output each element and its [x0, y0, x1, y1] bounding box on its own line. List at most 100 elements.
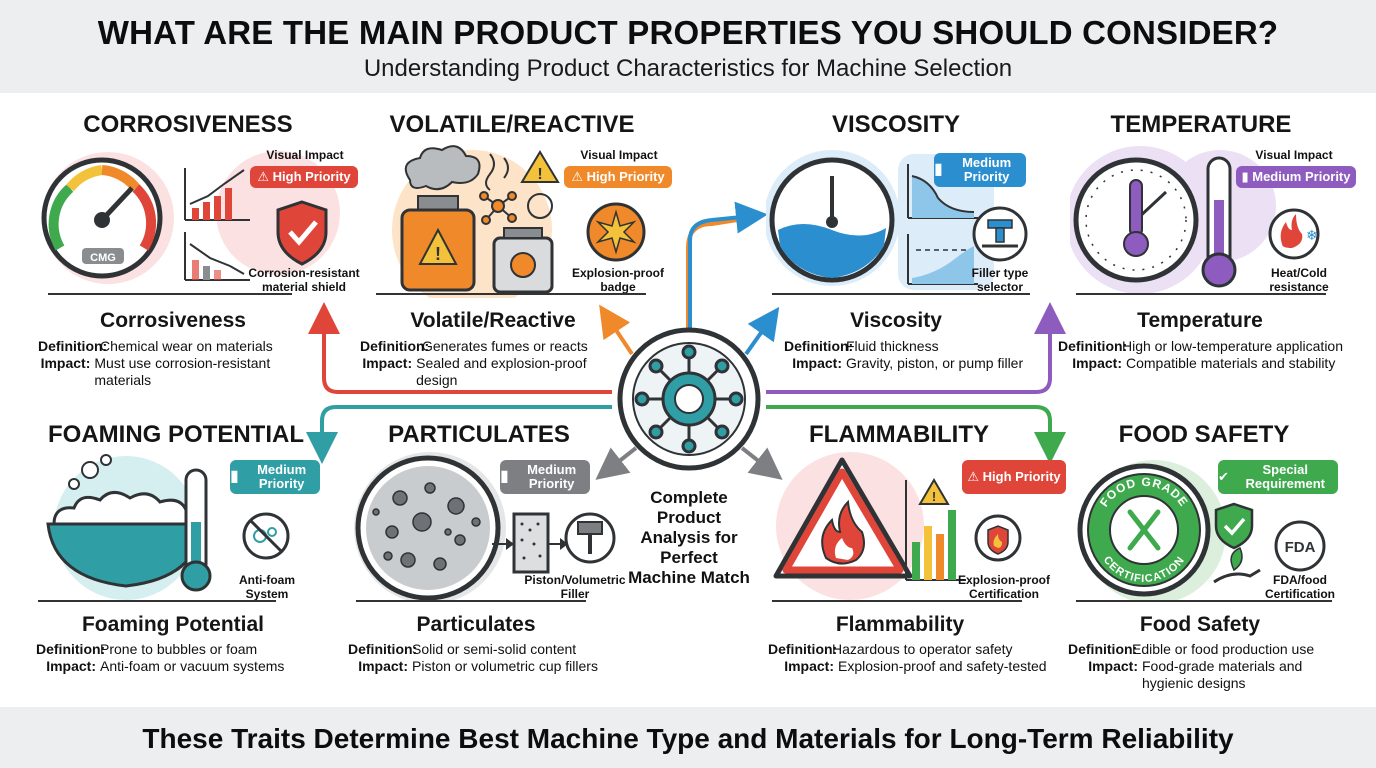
flammability-priority-badge: ⚠ High Priority: [962, 460, 1066, 494]
viscosity-subtitle: Viscosity: [850, 309, 942, 332]
food-title: FOOD SAFETY: [1118, 421, 1290, 448]
food-subtitle: Food Safety: [1139, 613, 1261, 636]
footer-text: These Traits Determine Best Machine Type…: [142, 723, 1234, 754]
foaming-title: FOAMING POTENTIAL: [48, 421, 304, 448]
explosion-badge-icon: [586, 202, 646, 262]
flame-warning-icon: [773, 457, 913, 579]
flammability-subtitle: Flammability: [835, 613, 965, 636]
shield-icon: [276, 200, 328, 266]
volatile-title: VOLATILE/REACTIVE: [389, 111, 635, 138]
bar-chart-icon: ▮: [1241, 169, 1253, 184]
fume-jar-icon: !: [400, 145, 481, 292]
thermometer-icon: [1201, 156, 1237, 288]
svg-text:!: !: [932, 489, 936, 504]
divider: [772, 600, 1022, 602]
bar-chart-icon: ▮: [230, 468, 244, 485]
hand-leaf-icon: [1213, 547, 1261, 584]
corrosiveness-priority-badge: ⚠ High Priority: [250, 166, 358, 188]
thermometer-icon: [180, 468, 212, 592]
fda-icon: [1274, 520, 1326, 572]
filter-icon: [492, 512, 568, 574]
particulates-caption: Piston/Volumetric Filler: [524, 573, 626, 601]
svg-text:!: !: [537, 166, 542, 183]
food-details: Definition:Edible or food production use…: [1068, 641, 1315, 691]
wave-chart-icon: [907, 234, 978, 285]
food-seal-icon: FOOD GRADE CERTIFICATION: [1077, 463, 1211, 597]
canister-icon: [492, 227, 554, 294]
volatile-visual-impact: Visual Impact: [580, 148, 658, 162]
rising-chart-icon: [184, 168, 250, 221]
bar-chart-icon: ▮: [500, 468, 514, 485]
particulates-subtitle: Particulates: [416, 613, 536, 636]
volatile-subtitle: Volatile/Reactive: [410, 309, 576, 332]
food-priority-badge: ✔ Special Requirement: [1218, 460, 1338, 494]
viscosity-illustration: [766, 150, 1028, 290]
foaming-subtitle: Foaming Potential: [81, 613, 264, 636]
flammability-illustration: !: [773, 452, 1022, 600]
divider: [772, 293, 1030, 295]
curve-chart-icon: [907, 164, 978, 219]
svg-text:!: !: [435, 244, 441, 264]
utensils-icon: [1127, 509, 1161, 551]
temperature-illustration: ❄: [1070, 146, 1320, 294]
corrosiveness-details: Definition:Chemical wear on materials Im…: [38, 338, 273, 388]
explosion-certification-icon: [974, 514, 1022, 562]
volatile-caption: Explosion-proof badge: [572, 266, 664, 294]
bar-chart-icon: ▮: [934, 161, 948, 178]
center-caption: Complete Product Analysis for Perfect Ma…: [628, 488, 750, 587]
volatile-priority-badge: ⚠ High Priority: [564, 166, 672, 188]
footer-banner: These Traits Determine Best Machine Type…: [0, 707, 1376, 768]
divider: [1076, 600, 1332, 602]
particulates-title: PARTICULATES: [388, 421, 570, 448]
corrosiveness-caption: Corrosion-resistant material shield: [248, 266, 360, 294]
header-banner: WHAT ARE THE MAIN PRODUCT PROPERTIES YOU…: [0, 0, 1376, 93]
food-caption: FDA/food Certification: [1264, 573, 1335, 601]
food-illustration: FOOD GRADE CERTIFICATION FDA: [1077, 460, 1326, 602]
filler-nozzle-icon: [972, 206, 1028, 262]
flammability-caption: Explosion-proof Certification: [958, 573, 1050, 601]
piston-icon: [564, 512, 616, 564]
reaction-icon: [527, 193, 553, 219]
warning-icon: ⚠: [967, 469, 983, 484]
divider: [356, 600, 586, 602]
viscosity-priority-badge: ▮ Medium Priority: [934, 153, 1026, 187]
corrosiveness-subtitle: Corrosiveness: [100, 309, 246, 332]
risk-chart-icon: !: [905, 478, 966, 581]
divider: [48, 293, 292, 295]
volatile-details: Definition:Generates fumes or reacts Imp…: [360, 338, 588, 388]
divider: [376, 293, 646, 295]
temperature-visual-impact: Visual Impact: [1255, 148, 1333, 162]
flammability-details: Definition:Hazardous to operator safety …: [768, 641, 1047, 674]
gauge-icon: [41, 157, 163, 279]
flow-gauge-icon: [769, 157, 895, 283]
foam-bowl-icon: [46, 454, 204, 588]
flammability-title: FLAMMABILITY: [809, 421, 989, 448]
temperature-caption: Heat/Cold resistance: [1269, 266, 1329, 294]
falling-chart-icon: [184, 232, 250, 281]
shield-check-icon: [1214, 502, 1254, 550]
foaming-details: Definition:Prone to bubbles or foam Impa…: [36, 641, 285, 674]
particles-icon: [355, 455, 501, 601]
corrosiveness-title: CORROSIVENESS: [83, 111, 293, 138]
temperature-subtitle: Temperature: [1137, 309, 1263, 332]
viscosity-title: VISCOSITY: [831, 111, 961, 138]
gauge-label: CMG: [90, 252, 116, 264]
svg-text:❄: ❄: [1306, 228, 1318, 244]
viscosity-caption: Filler type selector: [971, 266, 1029, 294]
particulates-priority-badge: ▮ Medium Priority: [500, 460, 590, 494]
temperature-title: TEMPERATURE: [1110, 111, 1292, 138]
particulates-details: Definition:Solid or semi-solid content I…: [348, 641, 598, 674]
molecule-icon: [479, 191, 517, 225]
warning-triangle-icon: !: [520, 150, 560, 183]
heat-cold-icon: ❄: [1268, 208, 1320, 260]
warning-icon: ⚠: [571, 169, 587, 184]
check-icon: ✔: [1218, 469, 1233, 484]
page-title: WHAT ARE THE MAIN PRODUCT PROPERTIES YOU…: [97, 14, 1279, 51]
divider: [38, 600, 276, 602]
center-hub-icon: [617, 327, 761, 471]
volatile-illustration: ! !: [392, 145, 646, 298]
foaming-illustration: [46, 454, 290, 600]
corrosiveness-visual-impact: Visual Impact: [266, 148, 344, 162]
anti-foam-icon: [242, 512, 290, 560]
